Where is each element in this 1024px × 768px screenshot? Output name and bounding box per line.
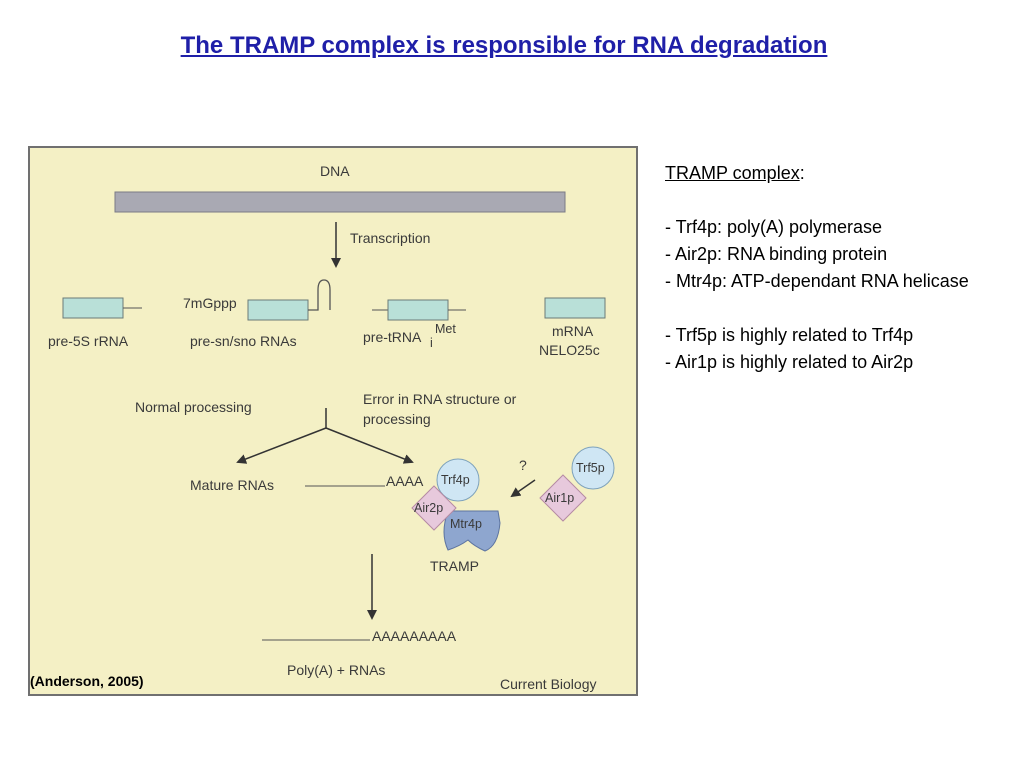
pre-5s-rrna-label: pre-5S rRNA [48,333,129,349]
dna-bar [114,191,566,213]
mrna-sub-label: NELO25c [539,342,600,358]
pre-trna-superscript: Met [435,322,456,336]
notes-item: - Trf4p: poly(A) polymerase [665,217,883,237]
air1p-label: Air1p [545,491,574,505]
pre-trna-box [387,299,449,321]
trf5p-circle [571,446,615,490]
hairpin-loop [308,279,331,311]
notes-panel: TRAMP complex: - Trf4p: poly(A) polymera… [665,160,1005,376]
trf4p-circle [436,458,480,502]
trf5p-arrow [510,479,536,498]
cap-label: 7mGppp [183,295,237,311]
citation: (Anderson, 2005) [30,673,144,689]
branch-arrow-left [236,427,327,464]
mrna-box [544,297,606,319]
dna-label: DNA [320,163,350,179]
mtr4p-shape [443,510,501,552]
notes-heading-colon: : [799,163,805,183]
pathway-diagram: DNA Transcription pre-5S rRNA 7mGppp pre… [48,163,615,692]
polya-short-label: AAAA [386,473,424,489]
pre-trna-suffix: i [430,336,433,350]
mature-rnas-label: Mature RNAs [190,477,274,493]
pre-sn-sno-box [247,299,309,321]
trf4p-label: Trf4p [441,473,470,487]
branch-arrow-right [325,427,414,464]
air2p-diamond [411,485,457,531]
slide-title: The TRAMP complex is responsible for RNA… [180,32,828,59]
question-mark: ? [519,457,527,473]
mrna-label: mRNA [552,323,594,339]
transcription-label: Transcription [350,230,430,246]
notes-item: - Air2p: RNA binding protein [665,244,888,264]
notes-item: - Air1p is highly related to Air2p [665,352,914,372]
polya-rnas-label: Poly(A) + RNAs [287,662,385,678]
air1p-diamond [539,474,587,522]
mtr4p-label: Mtr4p [450,517,482,531]
notes-item: - Mtr4p: ATP-dependant RNA helicase [665,271,969,291]
tramp-label: TRAMP [430,558,479,574]
polya-long-label: AAAAAAAAA [372,628,457,644]
trf5p-label: Trf5p [576,461,605,475]
normal-processing-label: Normal processing [135,399,252,415]
pre-sn-sno-label: pre-sn/sno RNAs [190,333,297,349]
journal-label: Current Biology [500,676,597,692]
error-label-line1: Error in RNA structure or [363,391,517,407]
tramp-pathway-figure: DNA Transcription pre-5S rRNA 7mGppp pre… [28,146,638,696]
pre-5s-rrna-box [62,297,124,319]
error-label-line2: processing [363,411,431,427]
notes-heading: TRAMP complex: [665,160,1005,187]
pre-trna-label: pre-tRNA [363,329,422,345]
notes-item: - Trf5p is highly related to Trf4p [665,325,914,345]
notes-heading-text: TRAMP complex [665,163,800,183]
air2p-label: Air2p [414,501,443,515]
